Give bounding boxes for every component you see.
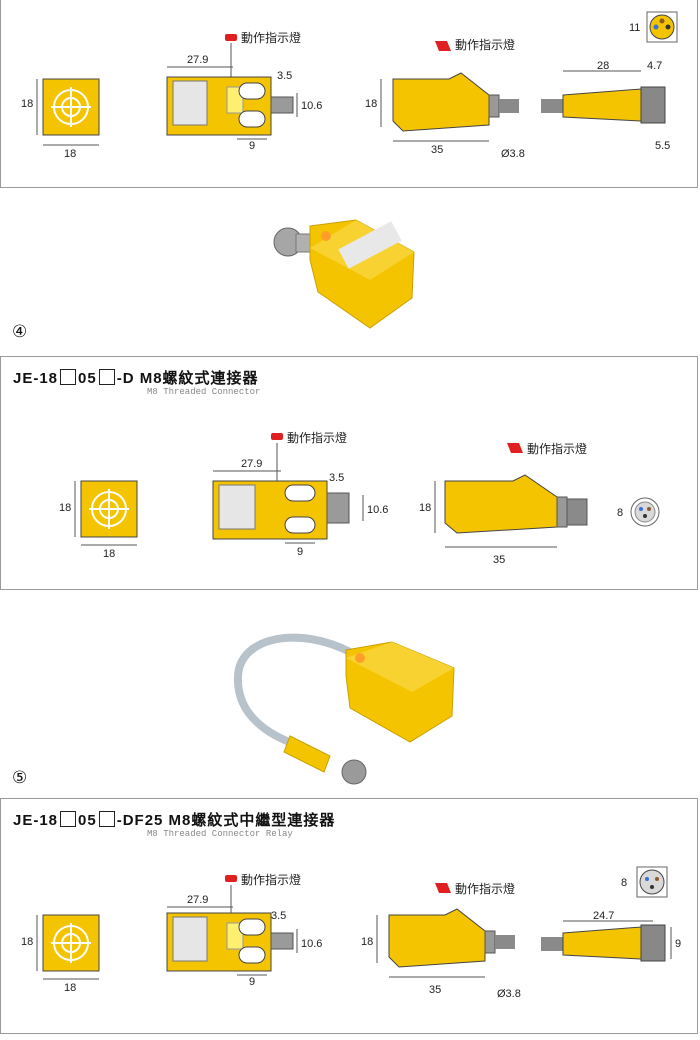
pin-count-3: 8 <box>621 877 627 889</box>
model-placeholder-box <box>60 369 77 385</box>
pin-count-2: 8 <box>617 507 623 519</box>
title-mid-2: 05 <box>78 370 97 387</box>
model-placeholder-box <box>98 811 115 827</box>
side-view-1: 動作指示燈 18 35 Ø3.8 <box>365 37 525 160</box>
dim-side-w-2: 35 <box>493 554 505 566</box>
connector-1: 28 4.7 5.5 11 <box>541 11 678 152</box>
face-view-3: 18 18 <box>21 914 100 994</box>
led-label-front-2: 動作指示燈 <box>287 430 347 445</box>
dim-face-h-3: 18 <box>21 936 33 948</box>
title-prefix-3: JE-18 <box>13 812 59 829</box>
dim-conn-len-3: 24.7 <box>593 910 614 922</box>
dim-front-gap-1: 3.5 <box>277 70 292 82</box>
dim-front-b-2: 9 <box>297 546 303 558</box>
panel-2-drawing: 18 18 動作指示燈 27.9 3.5 10.6 9 動作指示燈 <box>59 430 660 566</box>
section-number-5: ⑤ <box>12 768 28 788</box>
dim-face-w-3: 18 <box>64 982 76 994</box>
led-label-front-1: 動作指示燈 <box>241 30 301 45</box>
dim-front-gap-3: 3.5 <box>271 910 286 922</box>
dim-conn-tip-1: 4.7 <box>647 60 662 72</box>
panel-1-drawing: 18 18 動作指示燈 27.9 3.5 10.6 9 動作指示燈 <box>21 11 678 160</box>
dim-conn-b-1: 5.5 <box>655 140 670 152</box>
led-label-side-3: 動作指示燈 <box>455 881 515 896</box>
dim-front-w-3: 27.9 <box>187 894 208 906</box>
dim-face-w: 18 <box>64 148 76 160</box>
panel-title-3: JE-18 05 -DF25 M8螺紋式中繼型連接器 <box>13 809 335 830</box>
dim-front-w-1: 27.9 <box>187 54 208 66</box>
dim-face-h-2: 18 <box>59 502 71 514</box>
dim-face-w-2: 18 <box>103 548 115 560</box>
sensor-photo-1 <box>273 219 415 329</box>
dim-front-gap-2: 3.5 <box>329 472 344 484</box>
side-view-3: 動作指示燈 18 35 Ø3.8 <box>361 881 521 1000</box>
front-view-1: 動作指示燈 27.9 3.5 10.6 9 <box>166 30 322 152</box>
dim-conn-len-1: 28 <box>597 60 609 72</box>
panel-subtitle-3: M8 Threaded Connector Relay <box>147 829 293 839</box>
dim-side-w-3: 35 <box>429 984 441 996</box>
dim-side-h-2: 18 <box>419 502 431 514</box>
panel-subtitle-2: M8 Threaded Connector <box>147 387 261 397</box>
dim-cable-d-3: Ø3.8 <box>497 988 521 1000</box>
title-mid-3: 05 <box>78 812 97 829</box>
led-label-side-1: 動作指示燈 <box>455 37 515 52</box>
model-placeholder-box <box>60 811 77 827</box>
dim-side-h-3: 18 <box>361 936 373 948</box>
dim-front-h-2: 10.6 <box>367 504 388 516</box>
face-view-2: 18 18 <box>59 480 138 560</box>
led-label-side-2: 動作指示燈 <box>527 441 587 456</box>
product-photo-1: ④ <box>0 200 700 350</box>
diagram-panel-3: JE-18 05 -DF25 M8螺紋式中繼型連接器 M8 Threaded Con… <box>0 798 698 1034</box>
sensor-photo-2 <box>233 633 455 785</box>
panel-3-drawing: 18 18 動作指示燈 27.9 3.5 10.6 9 動作指示燈 <box>21 866 681 1000</box>
dim-cable-d-1: Ø3.8 <box>501 148 525 160</box>
section-number-4: ④ <box>12 322 28 342</box>
dim-side-h-1: 18 <box>365 98 377 110</box>
panel-title-2: JE-18 05 -D M8螺紋式連接器 <box>13 367 259 388</box>
led-label-front-3: 動作指示燈 <box>241 872 301 887</box>
title-prefix-2: JE-18 <box>13 370 59 387</box>
dim-front-w-2: 27.9 <box>241 458 262 470</box>
front-view-2: 動作指示燈 27.9 3.5 10.6 9 <box>212 430 388 558</box>
product-photo-2: ⑤ <box>0 596 700 792</box>
dim-front-b-3: 9 <box>249 976 255 988</box>
title-suffix-2: -D M8螺紋式連接器 <box>116 370 259 387</box>
connector-3: 24.7 9 8 <box>541 866 681 962</box>
dim-side-w-1: 35 <box>431 144 443 156</box>
face-view-1: 18 18 <box>21 78 100 160</box>
pin-count-1: 11 <box>629 22 640 34</box>
dim-conn-h-3: 9 <box>675 938 681 950</box>
dim-front-h-3: 10.6 <box>301 938 322 950</box>
diagram-panel-2: JE-18 05 -D M8螺紋式連接器 M8 Threaded Connector… <box>0 356 698 590</box>
diagram-panel-1: 18 18 動作指示燈 27.9 3.5 10.6 9 動作指示燈 <box>0 0 698 188</box>
dim-front-b-1: 9 <box>249 140 255 152</box>
title-suffix-3: -DF25 M8螺紋式中繼型連接器 <box>116 812 336 829</box>
model-placeholder-box <box>98 369 115 385</box>
dim-front-h-1: 10.6 <box>301 100 322 112</box>
front-view-3: 動作指示燈 27.9 3.5 10.6 9 <box>166 872 322 988</box>
dim-face-h: 18 <box>21 98 33 110</box>
side-view-2: 動作指示燈 18 35 8 <box>419 441 660 566</box>
